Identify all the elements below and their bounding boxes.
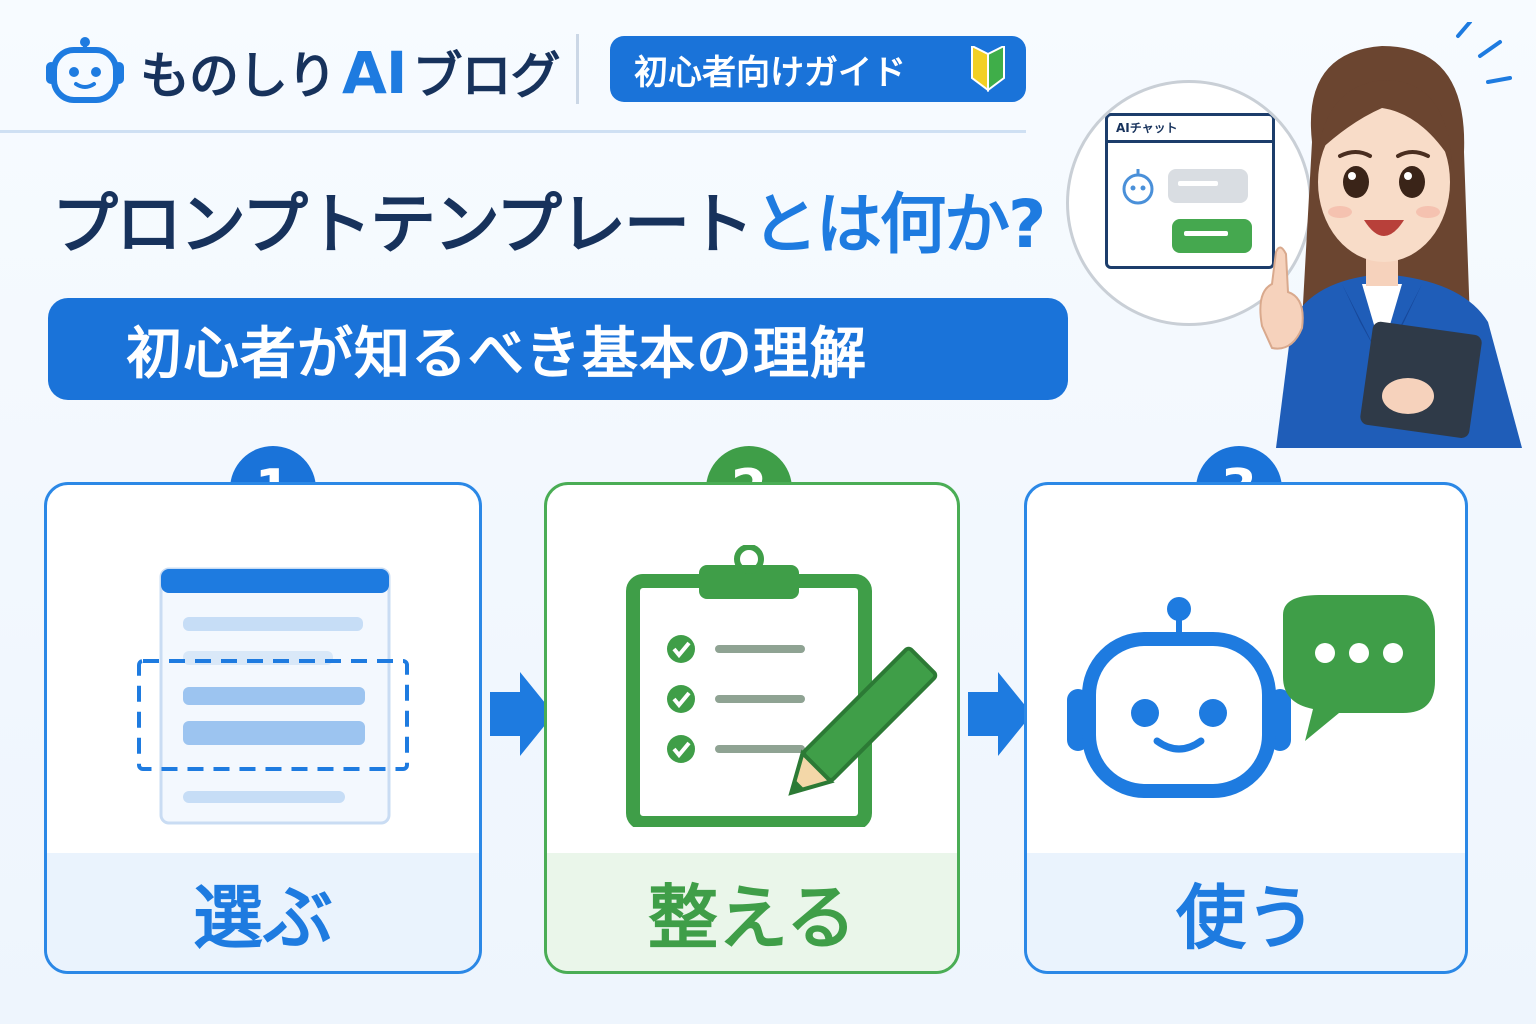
title-accent: とは何か? (752, 186, 1046, 263)
step-card-use: 使う (1024, 482, 1468, 974)
step-label-use: 使う (1027, 853, 1465, 971)
step-label-adjust: 整える (547, 853, 957, 971)
mini-chat-window: AIチャット (1105, 113, 1275, 269)
brand-prefix: ものしり (140, 47, 337, 105)
guide-badge-label: 初心者向けガイド (634, 52, 906, 93)
step-card-select: 選ぶ (44, 482, 482, 974)
clipboard-checklist-pencil-icon (626, 545, 938, 827)
arrow-right-icon (490, 672, 554, 756)
brand-suffix: ブログ (412, 47, 560, 105)
arrow-right-icon (968, 672, 1032, 756)
header-rule (0, 130, 1026, 133)
subtitle-bar: 初心者が知るべき基本の理解 (48, 298, 1068, 400)
guide-woman-illustration (1259, 22, 1522, 448)
guide-badge: 初心者向けガイド (610, 36, 1026, 102)
robot-chat-icon (1067, 595, 1435, 798)
speech-bubble: AIチャット (1066, 80, 1312, 326)
mini-chat-window-title: AIチャット (1108, 116, 1272, 143)
robot-head-icon (46, 37, 124, 103)
header-divider (576, 34, 579, 104)
template-select-icon (137, 567, 409, 825)
step-label-select: 選ぶ (47, 853, 479, 971)
subtitle-text: 初心者が知るべき基本の理解 (126, 321, 867, 387)
mini-chat-content-icon (1122, 169, 1252, 253)
page-title: プロンプトテンプレートとは何か? (52, 180, 1046, 270)
beginner-mark-icon (971, 46, 1005, 92)
title-main: プロンプトテンプレート (52, 186, 754, 263)
step-card-adjust: 整える (544, 482, 960, 974)
brand-ai: AI (342, 39, 407, 107)
